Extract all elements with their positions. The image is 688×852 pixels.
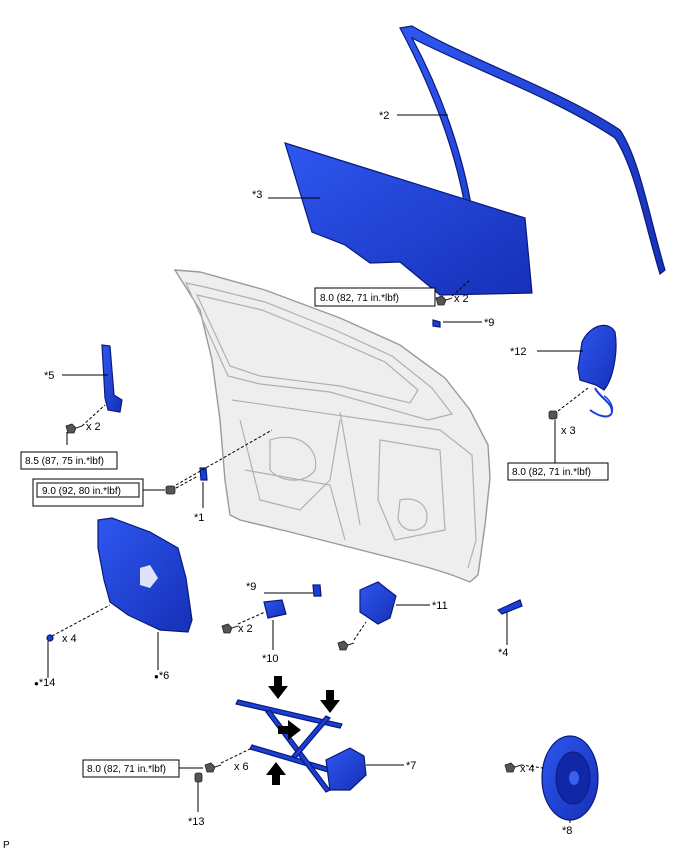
nut-mirror <box>548 410 558 420</box>
torque-glass: 8.0 (82, 71 in.*lbf) <box>314 287 436 307</box>
part-label-7: *7 <box>406 760 416 772</box>
qty-mirror: x 3 <box>561 425 576 437</box>
leader-lines <box>47 114 583 823</box>
qty-speaker: x 4 <box>520 763 535 775</box>
bolt-regulator <box>204 762 222 773</box>
part-label-14: ●*14 <box>34 677 55 689</box>
qty-motor: x 2 <box>238 623 253 635</box>
svg-text:9.0 (92, 80 in.*lbf): 9.0 (92, 80 in.*lbf) <box>42 486 121 497</box>
part-label-12: *12 <box>510 346 527 358</box>
qty-regulator: x 6 <box>234 761 249 773</box>
part-label-2: *2 <box>379 110 389 122</box>
part-label-10: *10 <box>262 653 279 665</box>
part-label-13: *13 <box>188 816 205 828</box>
bolt-motor <box>221 623 239 634</box>
door-bracket <box>496 599 523 615</box>
part-label-5: *5 <box>44 370 54 382</box>
qty-glass: x 2 <box>454 293 469 305</box>
svg-text:8.5 (87, 75 in.*lbf): 8.5 (87, 75 in.*lbf) <box>25 456 104 467</box>
nut-panel <box>165 485 176 495</box>
door-glass <box>284 142 533 296</box>
torque-mirror: 8.0 (82, 71 in.*lbf) <box>507 462 609 481</box>
part-label-8: *8 <box>562 825 572 837</box>
grommet <box>46 634 54 642</box>
bolt-speaker <box>504 762 522 773</box>
glass-stop-top <box>432 319 441 328</box>
bolt-glass <box>435 295 453 306</box>
svg-text:8.0 (82, 71 in.*lbf): 8.0 (82, 71 in.*lbf) <box>320 293 399 304</box>
part-label-9-top: *9 <box>484 317 494 329</box>
clip-bottom <box>194 772 203 783</box>
dashed-guides <box>51 279 589 769</box>
outer-mirror <box>577 324 617 418</box>
qty-service-hole: x 4 <box>62 633 77 645</box>
svg-text:8.0 (82, 71 in.*lbf): 8.0 (82, 71 in.*lbf) <box>512 467 591 478</box>
part-label-11: *11 <box>432 600 448 612</box>
qty-regulator-bolt: x 2 <box>86 421 101 433</box>
arrow-icon <box>266 676 340 785</box>
dot-marker: ● <box>34 679 39 688</box>
dot-marker: ● <box>154 672 159 681</box>
svg-text:8.0 (82, 71 in.*lbf): 8.0 (82, 71 in.*lbf) <box>87 764 166 775</box>
part-label-3: *3 <box>252 189 262 201</box>
door-panel <box>173 269 491 583</box>
rear-lower-frame <box>101 344 123 413</box>
lock-motor <box>263 599 287 619</box>
bolt-regulator-frame <box>65 423 83 434</box>
glass-stop-lower <box>312 584 322 597</box>
part-label-1: *1 <box>194 512 204 524</box>
part-label-4: *4 <box>498 647 508 659</box>
torque-regulator: 8.0 (82, 71 in.*lbf) <box>82 759 180 778</box>
torque-panel-nut: 9.0 (92, 80 in.*lbf) <box>32 478 144 507</box>
part-label-9-mid: *9 <box>246 581 256 593</box>
door-latch-bracket <box>359 581 397 625</box>
bolt-latch <box>337 640 355 651</box>
torque-regulator-bolt: 8.5 (87, 75 in.*lbf) <box>20 451 118 470</box>
window-regulator <box>235 699 367 793</box>
speaker <box>541 735 599 821</box>
part-label-6: ●*6 <box>154 670 169 682</box>
panel-clip <box>199 467 208 481</box>
figure-code: P <box>3 840 10 851</box>
